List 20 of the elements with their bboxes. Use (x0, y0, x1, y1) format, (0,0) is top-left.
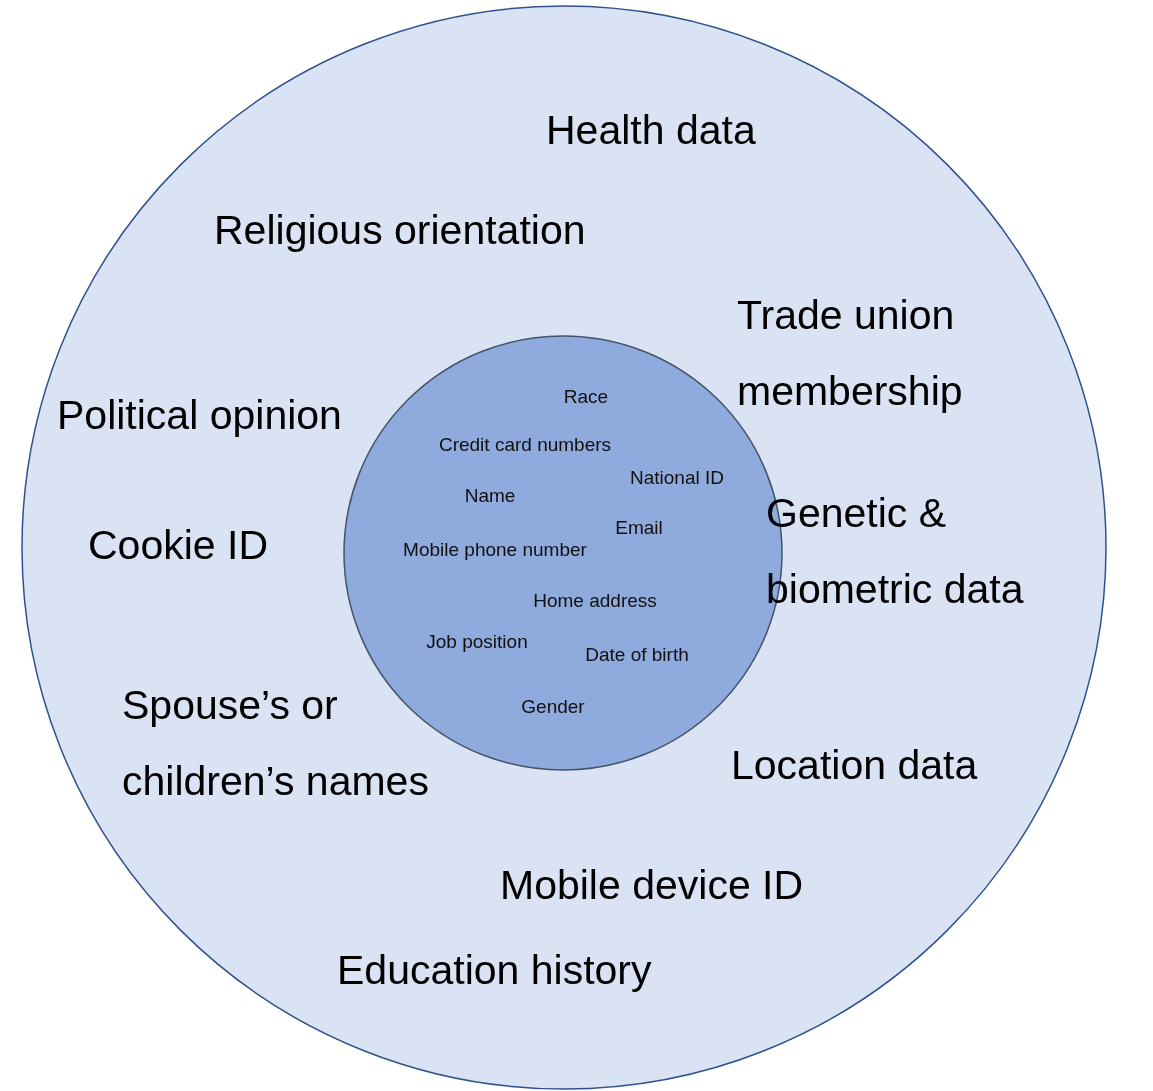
data-item-label: Race (563, 385, 609, 409)
category-label: Mobile device ID (500, 861, 804, 910)
category-label: Political opinion (57, 391, 342, 440)
category-label: Education history (337, 946, 652, 995)
category-label: Health data (546, 106, 756, 155)
data-item-label: Name (464, 484, 516, 508)
category-label: Cookie ID (88, 521, 268, 570)
data-item-label: Credit card numbers (438, 433, 612, 457)
category-label: Location data (731, 741, 978, 790)
data-item-label: Job position (426, 630, 528, 654)
category-label: Trade union membership (737, 291, 964, 416)
data-item-label: National ID (630, 466, 724, 490)
category-label: Religious orientation (214, 206, 586, 255)
category-label: Spouse’s or children’s names (122, 681, 430, 806)
data-item-label: Mobile phone number (403, 538, 587, 562)
category-label: Genetic & biometric data (766, 489, 1025, 614)
data-item-label: Email (615, 516, 663, 540)
data-item-label: Date of birth (585, 643, 689, 667)
data-item-label: Home address (533, 589, 657, 613)
data-item-label: Gender (521, 695, 585, 719)
